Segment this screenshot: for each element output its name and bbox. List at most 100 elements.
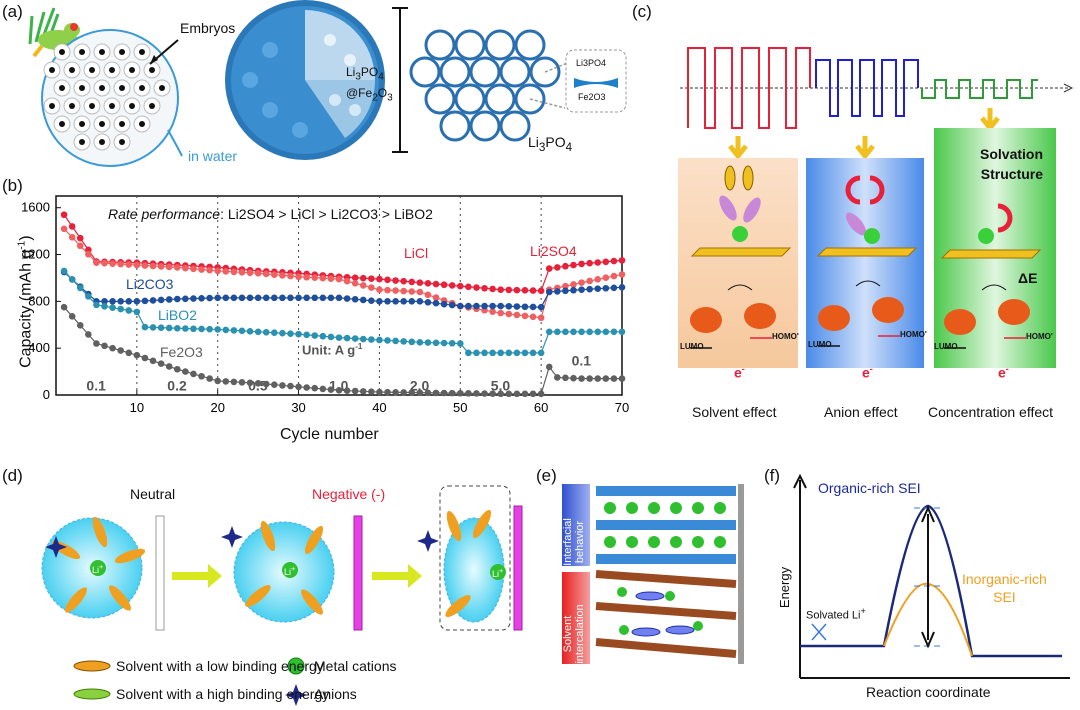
electrode-wall [738,484,744,664]
rate-label: 0.1 [86,377,106,393]
negative-electrode-2 [514,506,522,630]
data-point [336,334,343,341]
data-point [619,257,626,264]
data-point [594,259,601,266]
data-point [400,288,407,295]
data-point [497,391,504,398]
data-point [150,263,157,270]
data-point [158,297,165,304]
data-point [311,274,318,281]
y-tick-label: 0 [43,387,50,402]
data-point [158,324,165,331]
data-point [174,296,181,303]
data-point [586,278,593,285]
data-point [255,380,262,387]
data-point [295,295,302,302]
data-point [287,295,294,302]
data-point [93,259,100,266]
data-point [417,289,424,296]
data-point [117,298,124,305]
x-tick-label: 40 [372,400,386,415]
data-point [514,350,521,357]
data-point [134,352,141,359]
data-point [303,274,310,281]
reaction-coordinate-label: Reaction coordinate [866,684,991,700]
data-point [465,303,472,310]
data-point [69,313,76,320]
data-point [408,298,415,305]
data-point [109,304,116,311]
data-point [425,389,432,396]
data-point [603,375,610,382]
data-point [497,286,504,293]
lumo-label-1: LUMO [680,342,704,351]
data-point [125,298,132,305]
data-point [611,375,618,382]
data-point [247,328,254,335]
rate-performance-chart: 102030405060700400800120016000.10.20.51.… [0,190,640,450]
data-point [554,264,561,271]
data-point [69,223,76,230]
data-point [311,385,318,392]
series-label-licl: LiCl [404,245,428,261]
data-point [263,381,270,388]
data-point [506,311,513,318]
data-point [231,327,238,334]
data-point [360,282,367,289]
data-point [109,298,116,305]
data-point [360,275,367,282]
data-point [206,326,213,333]
data-point [255,295,262,302]
data-point [433,294,440,301]
data-point [117,261,124,268]
data-point [530,287,537,294]
data-point [449,390,456,397]
x-axis-label: Cycle number [280,426,379,444]
data-point [586,375,593,382]
data-point [546,265,553,272]
data-point [279,295,286,302]
data-point [198,266,205,273]
series-label-li2so4: Li2SO4 [530,243,577,259]
data-point [134,309,141,316]
panel-c-label: (c) [632,2,652,22]
data-point [481,303,488,310]
homo-label-1: HOMO' [772,332,799,341]
data-point [69,276,76,283]
data-point [279,330,286,337]
electron-label-2: e- [862,364,873,381]
data-point [101,260,108,267]
data-point [93,340,100,347]
data-point [182,265,189,272]
unit-label: Unit: A g-1 [302,342,362,357]
data-point [190,325,197,332]
data-point [295,273,302,280]
data-point [417,389,424,396]
data-point [570,262,577,269]
data-point [198,373,205,380]
data-point [384,287,391,294]
data-point [562,288,569,295]
data-point [214,378,221,385]
data-point [603,328,610,335]
data-point [433,390,440,397]
data-point [400,338,407,345]
data-point [384,298,391,305]
data-point [77,322,84,329]
data-point [320,386,327,393]
data-point [586,328,593,335]
data-point [457,390,464,397]
data-point [586,260,593,267]
data-point [352,296,359,303]
data-point [514,312,521,319]
data-point [344,295,351,302]
panel-e-graphic [560,480,750,670]
data-point [465,284,472,291]
data-point [376,337,383,344]
data-point [489,350,496,357]
data-point [336,276,343,283]
x-tick-label: 20 [210,400,224,415]
data-point [506,350,513,357]
data-point [400,278,407,285]
data-point [425,280,432,287]
